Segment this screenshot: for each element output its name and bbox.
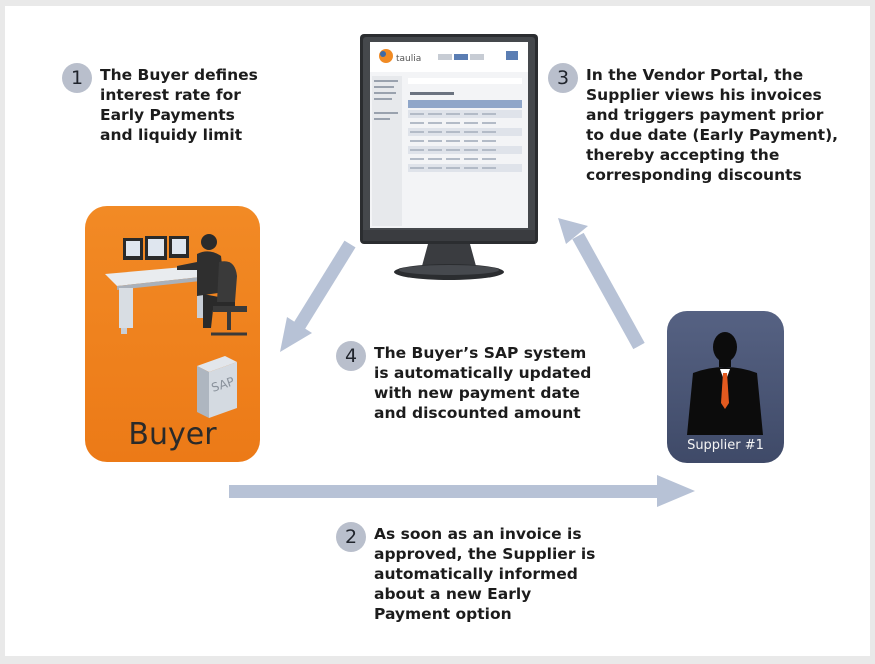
step-4: 4 The Buyer’s SAP system is automaticall… <box>336 341 592 423</box>
buyer-label: Buyer <box>128 417 217 452</box>
step-3-number: 3 <box>548 63 578 93</box>
step-4-text: The Buyer’s SAP system is automatically … <box>374 344 592 422</box>
step-3: 3 In the Vendor Portal, the Supplier vie… <box>548 63 839 185</box>
arrow-icon-buyer-to-supplier <box>229 475 695 507</box>
businessman-icon <box>687 332 763 435</box>
portal-logo: taulia <box>396 54 421 64</box>
buyer-card: SAP Buyer <box>85 206 260 462</box>
buyer-workstation-icon <box>105 234 247 336</box>
server-label: SAP <box>210 374 236 395</box>
step-2-text: As soon as an invoice is approved, the S… <box>374 525 596 623</box>
step-2: 2 As soon as an invoice is approved, the… <box>336 522 596 624</box>
arrow-icon-portal-to-buyer <box>280 240 356 352</box>
early-payment-diagram: taulia <box>5 6 870 656</box>
flow-arrows <box>229 218 695 507</box>
step-1-text: The Buyer defines interest rate for Earl… <box>100 66 258 144</box>
arrow-icon-supplier-to-portal <box>558 218 645 350</box>
step-4-number: 4 <box>336 341 366 371</box>
monitor-icon: taulia <box>360 34 538 280</box>
supplier-label: Supplier #1 <box>687 438 764 453</box>
server-icon: SAP <box>197 356 237 418</box>
step-3-text: In the Vendor Portal, the Supplier views… <box>586 66 839 184</box>
step-1: 1 The Buyer defines interest rate for Ea… <box>62 63 258 145</box>
step-1-number: 1 <box>62 63 92 93</box>
supplier-card: Supplier #1 <box>667 311 784 463</box>
step-2-number: 2 <box>336 522 366 552</box>
